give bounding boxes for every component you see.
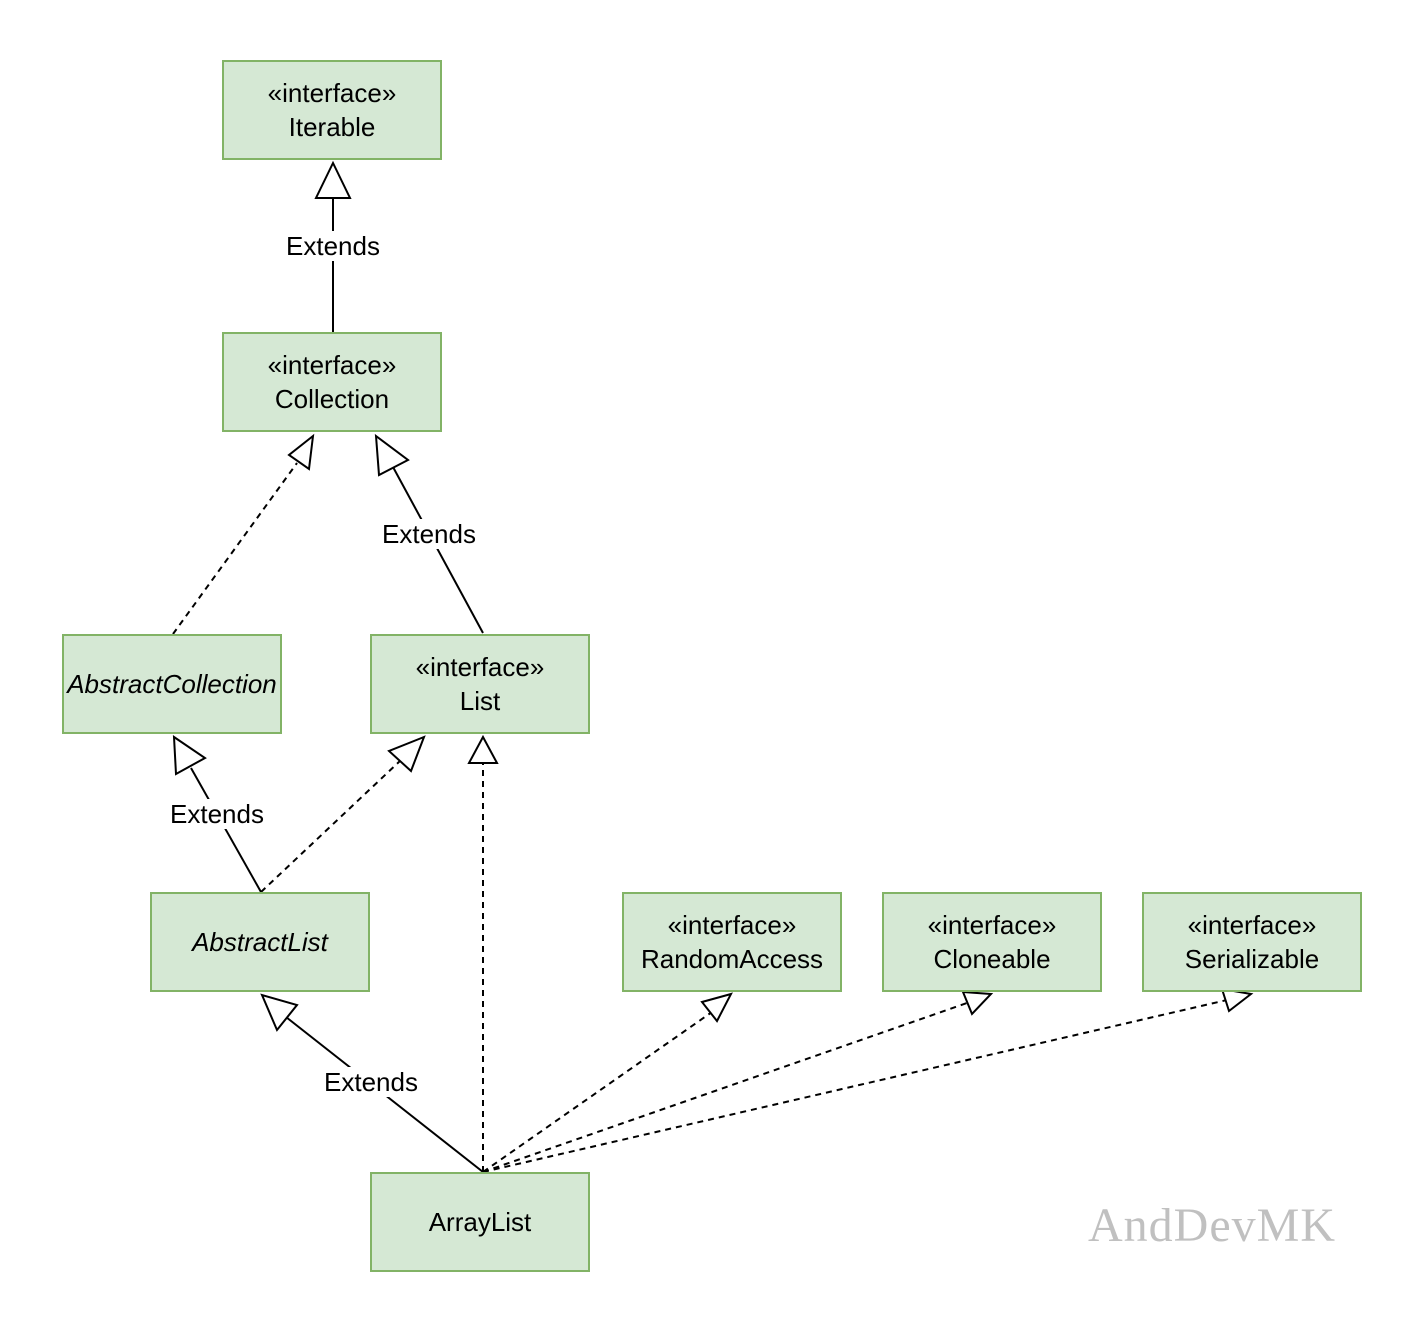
edge-arraylist-serializable: [482, 999, 1228, 1173]
edge-arraylist-cloneable: [482, 1002, 968, 1173]
class-name: Collection: [274, 384, 390, 414]
arrowhead-abstractcollection: [172, 735, 207, 776]
stereotype-label: «interface»: [267, 78, 397, 108]
node-array-list[interactable]: ArrayList: [370, 1172, 590, 1272]
edge-label-arraylist-abstractlist: Extends: [322, 1067, 420, 1097]
class-name: AbstractList: [192, 927, 328, 957]
watermark-text: AndDevMK: [1088, 1199, 1336, 1252]
node-iterable[interactable]: «interface» Iterable: [222, 60, 442, 160]
arrowhead-collection-right: [374, 433, 410, 477]
arrowhead-serializable: [1220, 987, 1254, 1013]
node-random-access[interactable]: «interface» RandomAccess: [622, 892, 842, 992]
node-serializable[interactable]: «interface» Serializable: [1142, 892, 1362, 992]
arrowhead-iterable: [314, 160, 352, 199]
edge-abstractlist-abstractcollection: [190, 767, 262, 893]
edge-arraylist-randomaccess: [482, 1011, 713, 1173]
edge-abstractcollection-collection: [172, 462, 298, 635]
node-abstract-list[interactable]: AbstractList: [150, 892, 370, 992]
arrowhead-list-bottom: [467, 734, 499, 764]
arrowhead-randomaccess: [700, 992, 733, 1023]
arrowhead-cloneable: [961, 990, 994, 1016]
edge-list-collection: [392, 466, 484, 634]
edge-abstractlist-list: [260, 759, 402, 893]
class-name: Cloneable: [933, 944, 1051, 974]
class-name: Iterable: [288, 112, 376, 142]
stereotype-label: «interface»: [267, 350, 397, 380]
node-collection[interactable]: «interface» Collection: [222, 332, 442, 432]
class-name: Serializable: [1184, 944, 1320, 974]
node-list[interactable]: «interface» List: [370, 634, 590, 734]
arrowhead-collection-left: [287, 433, 315, 471]
class-name: ArrayList: [428, 1207, 532, 1237]
class-name: AbstractCollection: [67, 669, 277, 699]
class-name: List: [459, 686, 501, 716]
edge-label-list-collection: Extends: [380, 519, 478, 549]
stereotype-label: «interface»: [1187, 910, 1317, 940]
arrowhead-abstractlist: [260, 993, 299, 1032]
stereotype-label: «interface»: [415, 652, 545, 682]
stereotype-label: «interface»: [667, 910, 797, 940]
arrowhead-list-left: [387, 735, 426, 773]
node-abstract-collection[interactable]: AbstractCollection: [62, 634, 282, 734]
stereotype-label: «interface»: [927, 910, 1057, 940]
node-cloneable[interactable]: «interface» Cloneable: [882, 892, 1102, 992]
edge-label-collection-iterable: Extends: [284, 231, 382, 261]
edge-label-abstractlist-abstractcollection: Extends: [168, 799, 266, 829]
class-name: RandomAccess: [640, 944, 824, 974]
